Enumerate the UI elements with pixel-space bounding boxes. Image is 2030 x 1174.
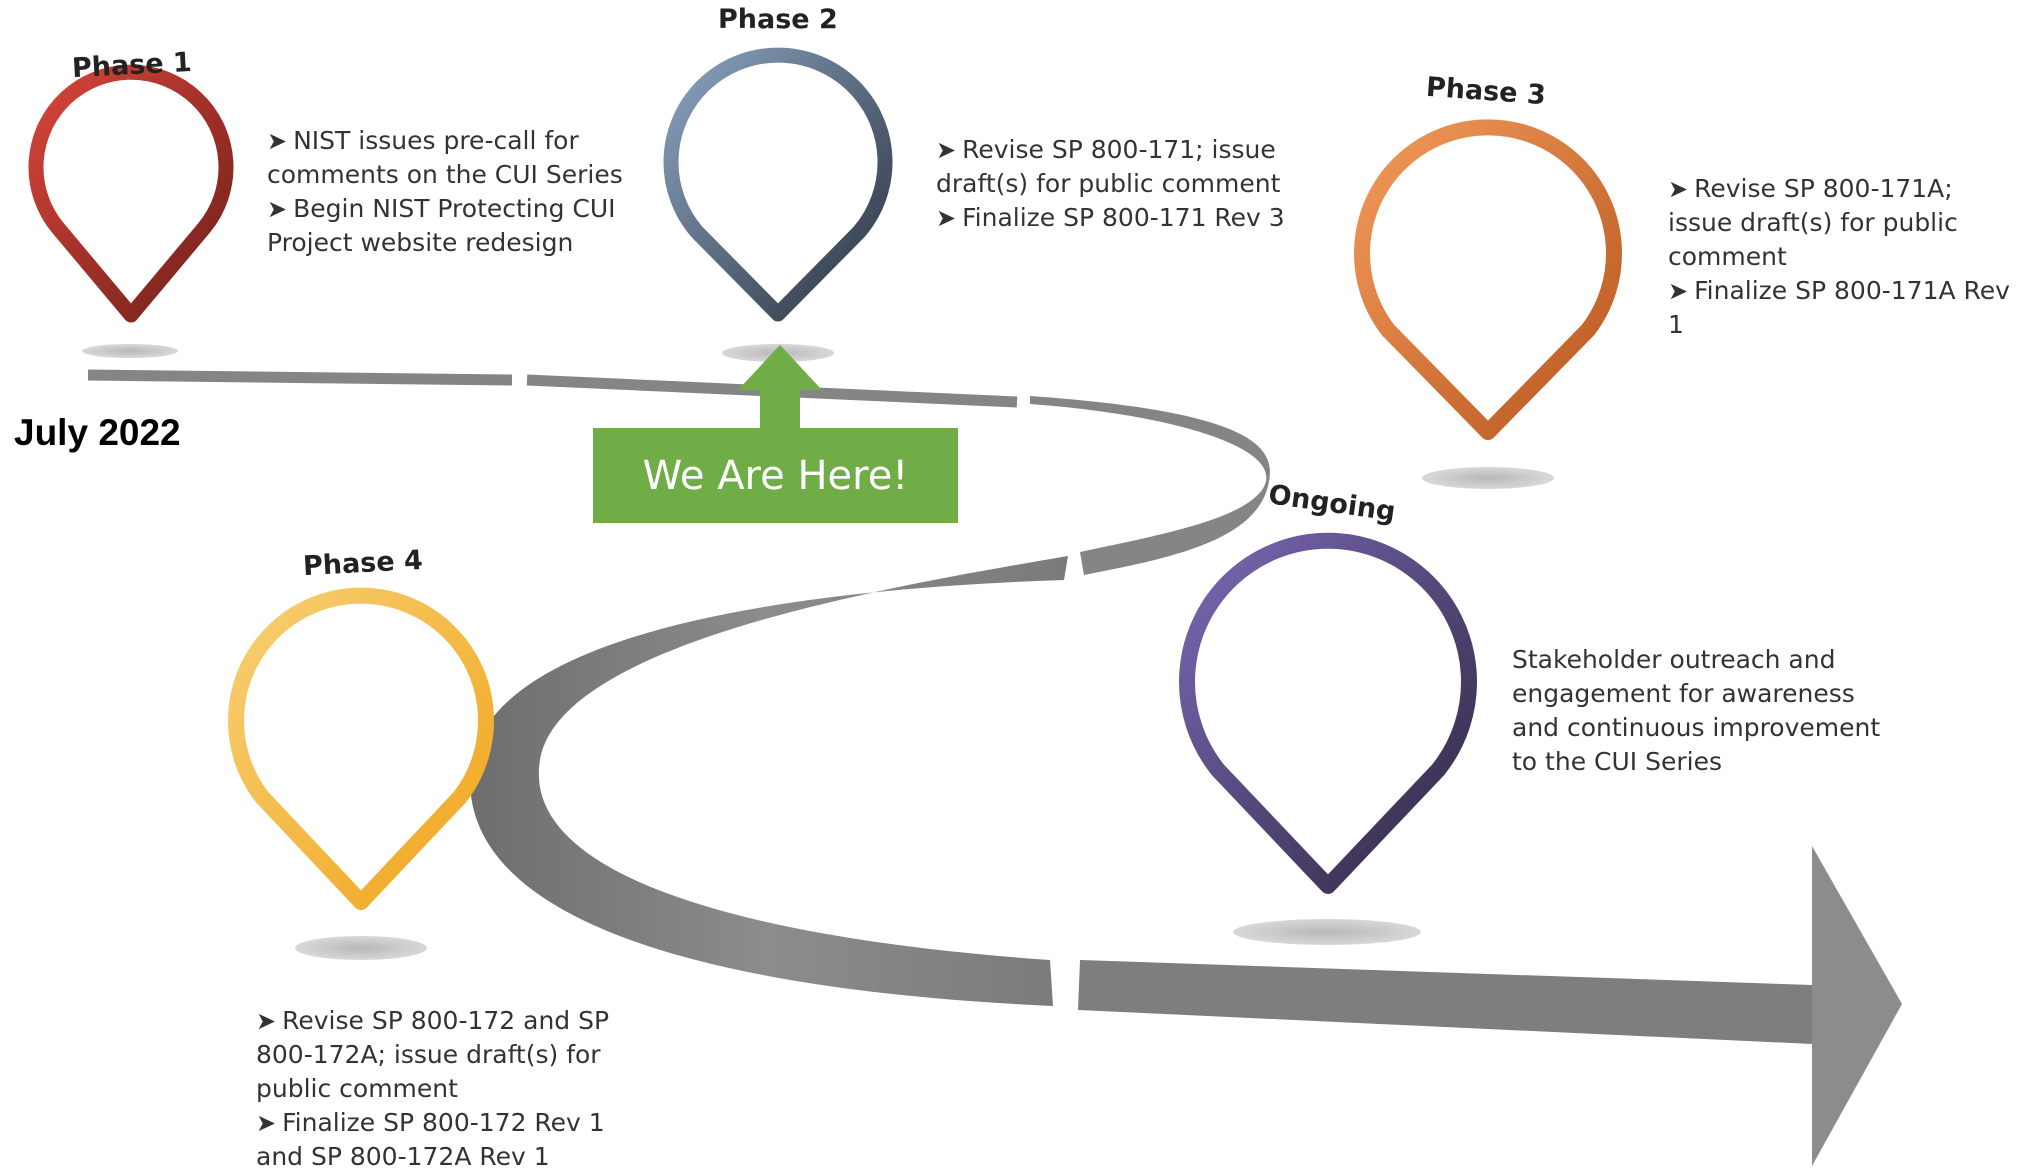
arrow-bullet-icon: ➤ <box>267 127 288 155</box>
pin-shadow <box>1422 467 1554 489</box>
date-label: July 2022 <box>14 412 181 453</box>
we-are-here-marker: We Are Here! <box>593 428 958 523</box>
phase2-description: ➤Revise SP 800-171; issue draft(s) for p… <box>936 133 1316 235</box>
arrow-bullet-icon: ➤ <box>936 204 957 232</box>
list-item: ➤Revise SP 800-171; issue draft(s) for p… <box>936 135 1281 198</box>
phase4-pin-icon <box>228 587 494 910</box>
list-item: ➤Finalize SP 800-171A Rev 1 <box>1668 276 2010 339</box>
arrow-bullet-icon: ➤ <box>256 1007 277 1035</box>
arrow-bullet-icon: ➤ <box>1668 175 1689 203</box>
phase1-description: ➤NIST issues pre-call for comments on th… <box>267 124 637 260</box>
phase1-pin-icon <box>28 64 234 323</box>
phase4-label: Phase 4 <box>302 544 424 583</box>
phase1-label: Phase 1 <box>71 46 193 85</box>
ongoing-description: Stakeholder outreach and engagement for … <box>1512 645 1881 776</box>
phase2-pin-icon <box>663 47 893 322</box>
list-item: ➤Begin NIST Protecting CUI Project websi… <box>267 194 616 257</box>
phase3-pin-icon <box>1354 119 1622 440</box>
ongoing-pin-icon <box>1179 532 1477 894</box>
list-item: ➤Finalize SP 800-171 Rev 3 <box>936 203 1285 232</box>
arrow-bullet-icon: ➤ <box>267 195 288 223</box>
road <box>87 369 1902 1166</box>
we-are-here-arrow-icon <box>738 345 822 430</box>
list-item: ➤Revise SP 800-171A; issue draft(s) for … <box>1668 174 1958 271</box>
phase4-description: ➤Revise SP 800-172 and SP 800-172A; issu… <box>256 1004 636 1174</box>
pin-shadow <box>82 344 178 358</box>
phase3-description: ➤Revise SP 800-171A; issue draft(s) for … <box>1668 172 2024 342</box>
arrow-bullet-icon: ➤ <box>1668 277 1689 305</box>
list-item: ➤Finalize SP 800-172 Rev 1 and SP 800-17… <box>256 1108 605 1171</box>
arrow-bullet-icon: ➤ <box>936 136 957 164</box>
list-item: ➤NIST issues pre-call for comments on th… <box>267 126 623 189</box>
phase2-label: Phase 2 <box>718 4 838 35</box>
pin-shadow <box>295 936 427 960</box>
list-item: ➤Revise SP 800-172 and SP 800-172A; issu… <box>256 1006 610 1103</box>
arrow-bullet-icon: ➤ <box>256 1109 277 1137</box>
pin-shadow <box>1233 919 1421 945</box>
